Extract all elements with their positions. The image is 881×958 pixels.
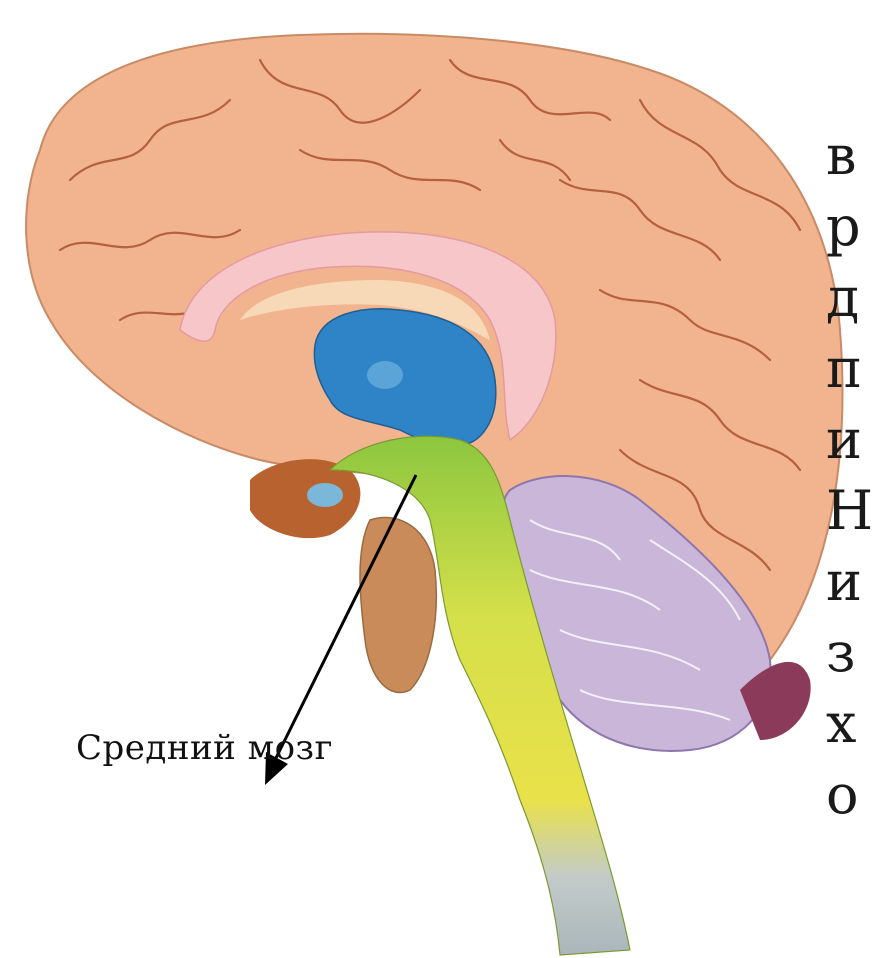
side-text-fragment: о	[826, 759, 881, 830]
side-text-fragment: р	[826, 191, 881, 262]
side-text-fragment: х	[826, 688, 881, 759]
pituitary-gland	[307, 483, 343, 507]
cropped-side-text: в р д п и Н и з х о	[826, 120, 881, 830]
side-text-fragment: п	[826, 333, 881, 404]
interthalamic-adhesion	[367, 361, 403, 389]
pons	[360, 517, 436, 692]
side-text-fragment: д	[826, 262, 881, 333]
side-text-fragment: и	[826, 546, 881, 617]
midbrain-label: Средний мозг	[76, 728, 333, 768]
side-text-fragment: Н	[826, 475, 881, 546]
side-text-fragment: з	[826, 617, 881, 688]
side-text-fragment: в	[826, 120, 881, 191]
side-text-fragment: и	[826, 404, 881, 475]
